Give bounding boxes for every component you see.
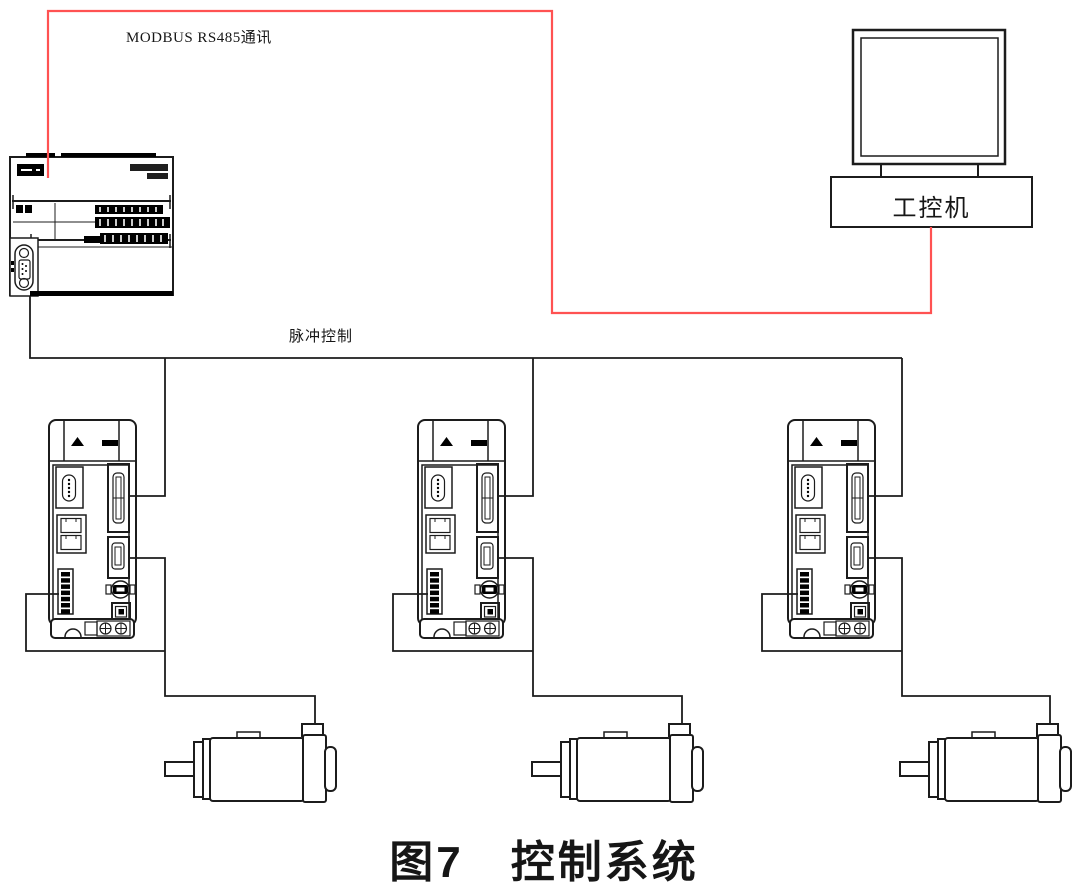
plc-unit <box>9 153 174 297</box>
figure-caption: 图7 控制系统 <box>389 838 699 883</box>
pulse-branch-drive-2 <box>498 358 534 497</box>
plc-model-text-mark <box>130 164 168 179</box>
plc-bottom-bar <box>30 291 173 296</box>
monitor-frame <box>851 28 1007 166</box>
servo-drive-2 <box>417 419 506 639</box>
servo-drive-3 <box>787 419 876 639</box>
plc-comm-port <box>9 237 39 297</box>
plc-brand-badge <box>17 164 44 176</box>
motor-cable-2 <box>498 557 683 724</box>
plc-din-clip <box>26 153 55 157</box>
plc-io-terminal-blocks <box>16 205 170 244</box>
modbus-link-label: MODBUS RS485通讯 <box>126 30 272 46</box>
servo-motor-1 <box>164 723 337 803</box>
pulse-control-label: 脉冲控制 <box>289 329 354 345</box>
industrial-pc <box>830 28 1033 228</box>
motor-cable-3 <box>868 557 1051 724</box>
servo-motor-3 <box>899 723 1072 803</box>
pulse-branch-drive-3 <box>868 358 903 497</box>
monitor-screen <box>860 37 999 157</box>
pulse-trunk-line <box>29 296 902 359</box>
pulse-control-wiring <box>25 296 1051 724</box>
terminal-loop-1 <box>25 593 165 652</box>
terminal-loop-2 <box>392 593 533 652</box>
terminal-loop-3 <box>761 593 902 652</box>
plc-din-clip <box>61 153 156 157</box>
ipc-chassis-box <box>830 176 1033 228</box>
servo-drive-1 <box>48 419 137 639</box>
motor-cable-1 <box>129 557 316 724</box>
pulse-branch-drive-1 <box>129 358 166 497</box>
industrial-pc-label: 工控机 <box>892 196 971 222</box>
modbus-rs485-line <box>46 9 933 315</box>
monitor-stand <box>880 164 979 177</box>
servo-motor-2 <box>531 723 704 803</box>
